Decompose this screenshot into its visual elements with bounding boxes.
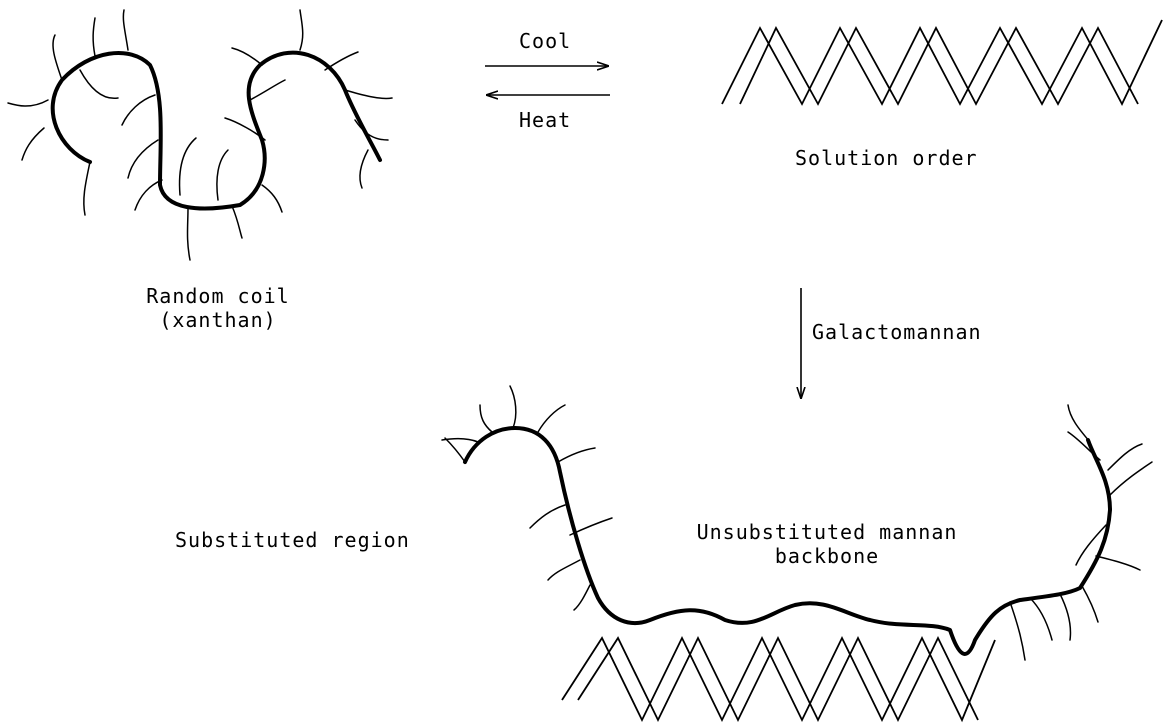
substituted-region-label: Substituted region bbox=[175, 528, 410, 552]
solution-order-label: Solution order bbox=[795, 146, 978, 170]
unsubstituted-label-line2: backbone bbox=[682, 544, 972, 568]
heat-label: Heat bbox=[519, 108, 571, 132]
random-coil-side-chains bbox=[8, 10, 392, 260]
solution-order-double-helix bbox=[722, 20, 1162, 104]
cool-label: Cool bbox=[519, 29, 571, 53]
galactomannan-label: Galactomannan bbox=[812, 320, 982, 344]
bound-xanthan-helix bbox=[562, 638, 995, 720]
random-coil-label-line1: Random coil bbox=[118, 284, 318, 308]
random-coil-label-line2: (xanthan) bbox=[118, 308, 318, 332]
random-coil-label: Random coil (xanthan) bbox=[118, 284, 318, 332]
unsubstituted-label-line1: Unsubstituted mannan bbox=[682, 520, 972, 544]
random-coil-xanthan bbox=[8, 10, 392, 260]
unsubstituted-backbone-label: Unsubstituted mannan backbone bbox=[682, 520, 972, 568]
